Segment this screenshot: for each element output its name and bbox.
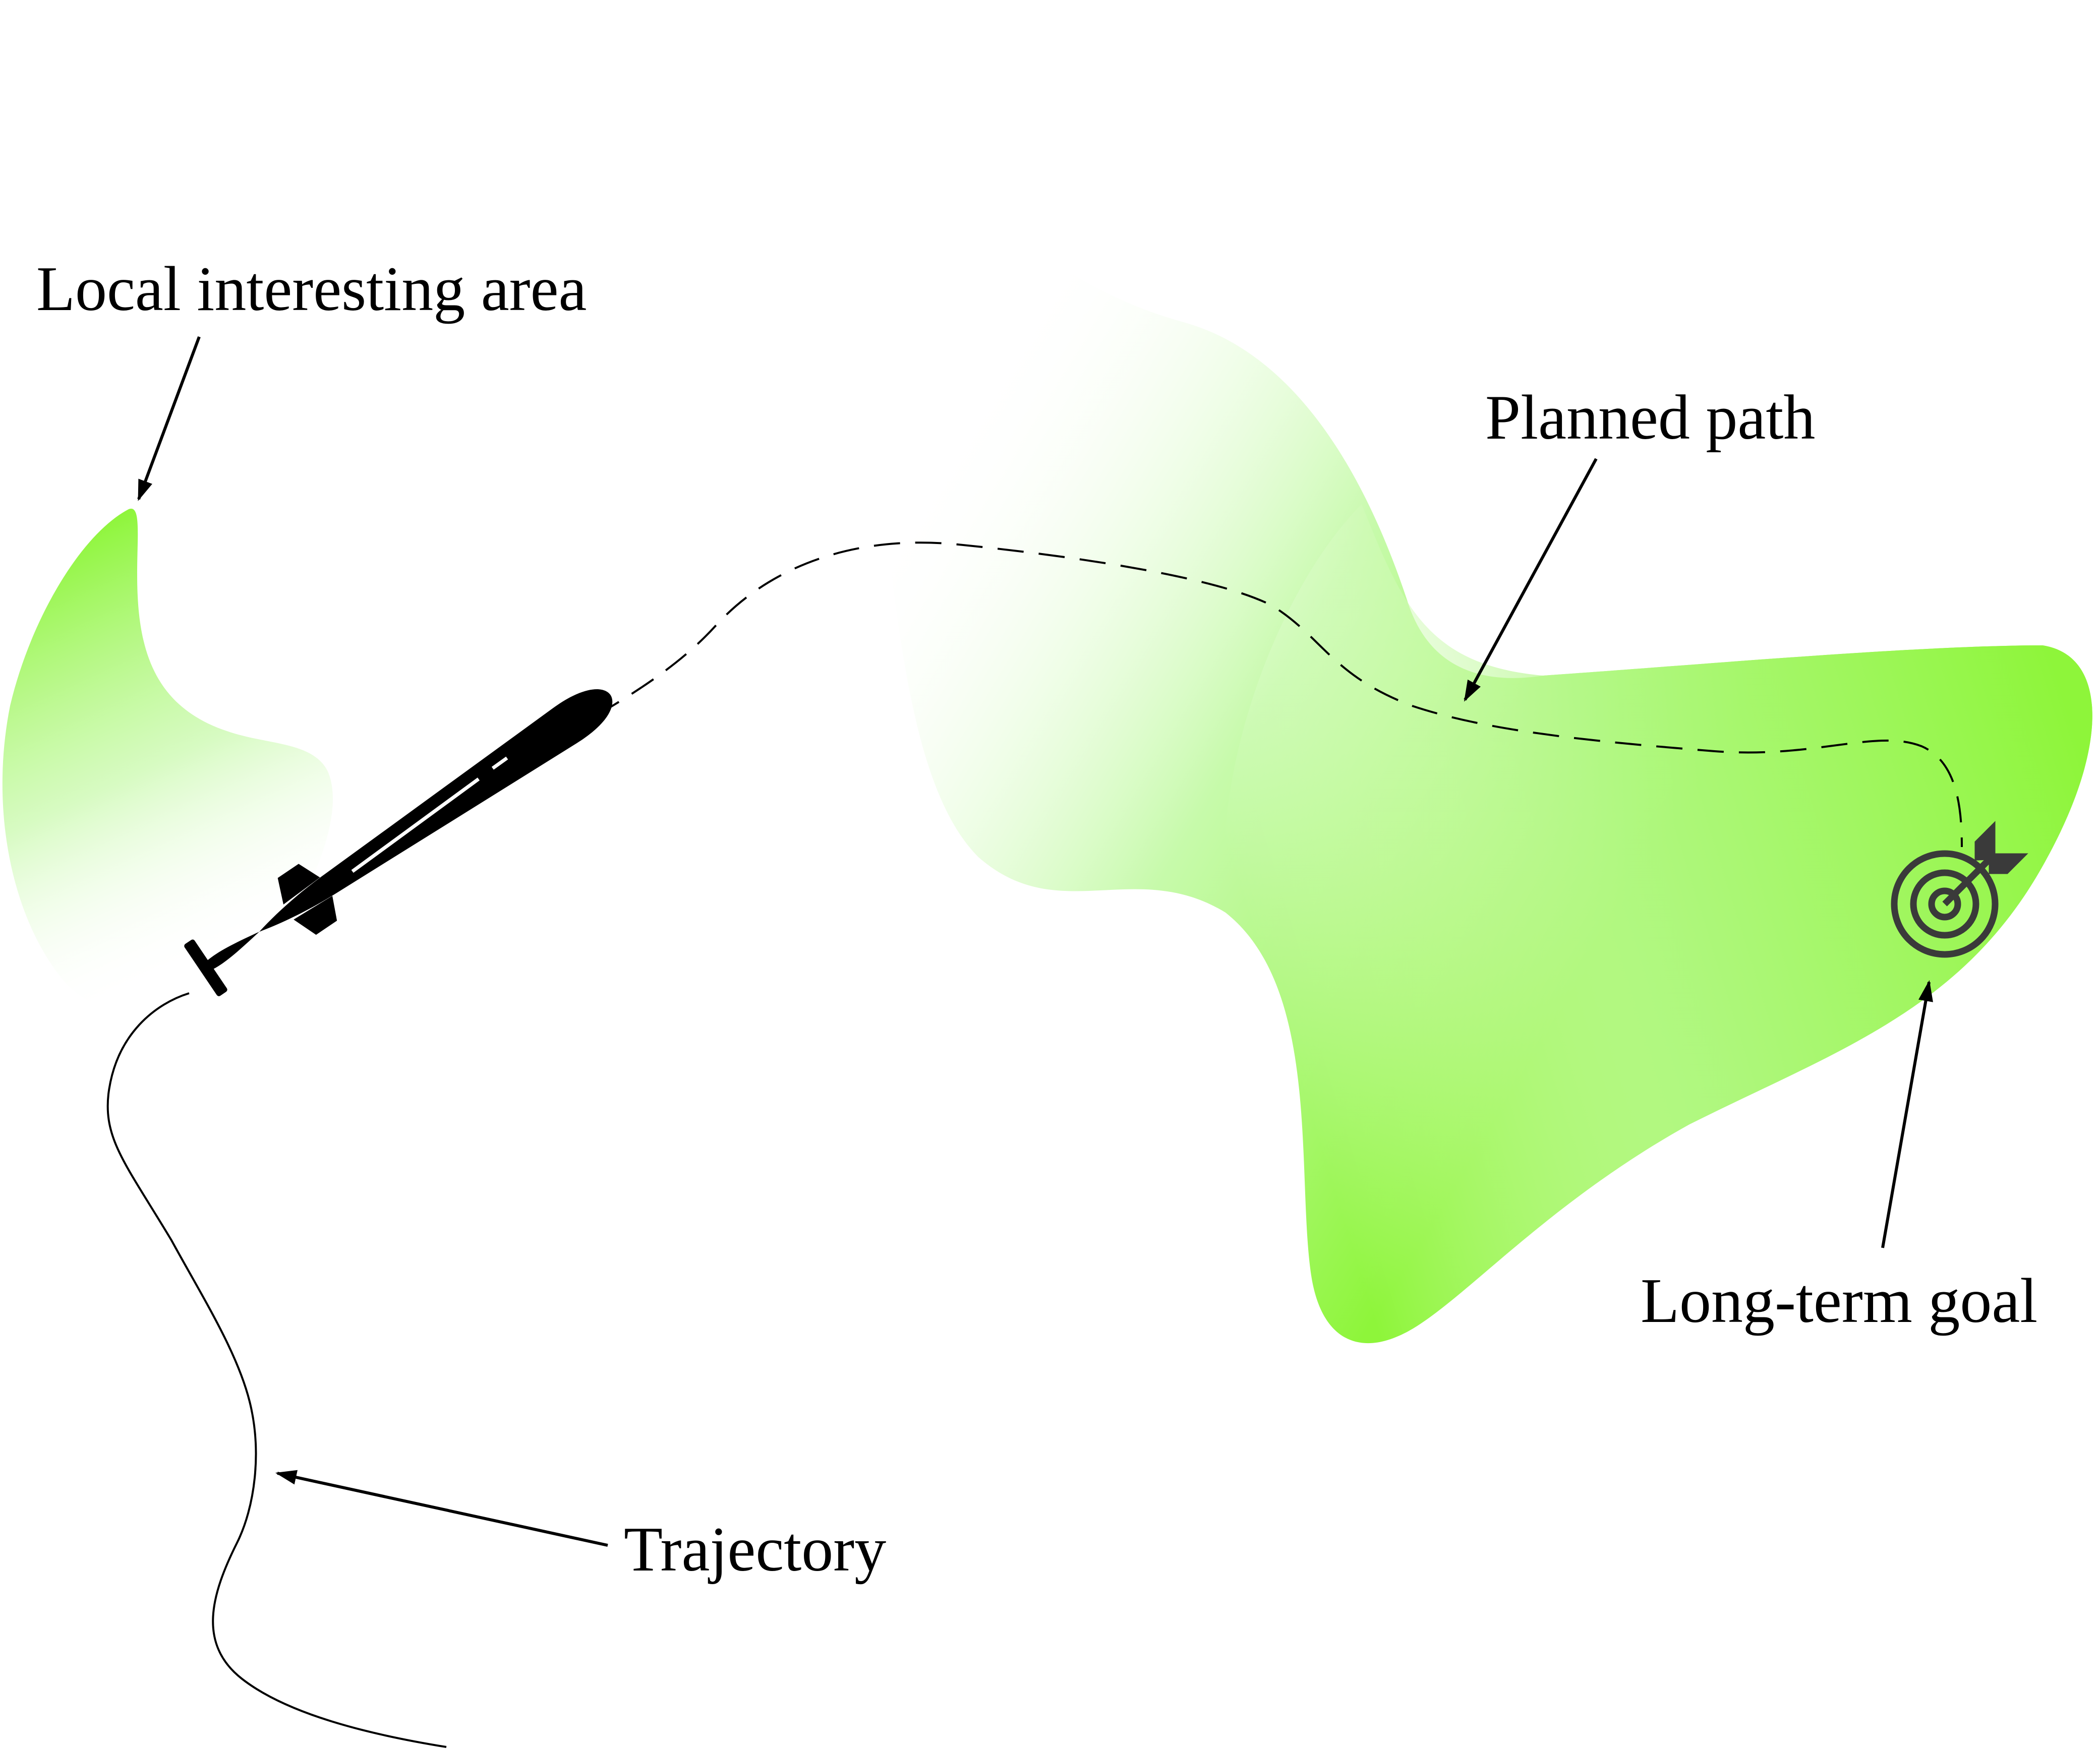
planned-path-arrow (1464, 458, 1598, 702)
trajectory-arrow (275, 1470, 608, 1547)
target-arrow-icon (1891, 821, 2028, 958)
long-term-goal-label: Long-term goal (1641, 1266, 2037, 1336)
trajectory-label: Trajectory (624, 1515, 886, 1585)
local-area-arrow (137, 336, 201, 501)
planned-path-label: Planned path (1485, 383, 1815, 453)
long-term-goal-arrow (1881, 980, 1933, 1248)
trajectory-line (106, 992, 447, 1748)
underwater-vehicle-icon (184, 689, 613, 996)
local-area-label: Local interesting area (36, 254, 587, 324)
local-region-shape (2, 508, 333, 1018)
planned-path-line (524, 541, 1963, 848)
goal-region-tint (1223, 504, 2092, 1344)
